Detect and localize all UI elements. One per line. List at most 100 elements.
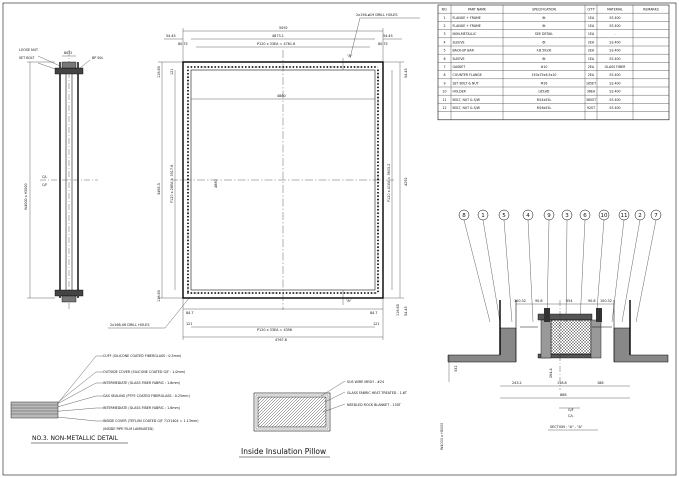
bom-cell: FLANGE + FRAME — [453, 24, 481, 28]
dim-right-total: 4292 — [404, 177, 408, 186]
side-label-loose-nut: LOOSE NUT — [19, 48, 39, 52]
bolt-hole — [377, 113, 379, 116]
bom-cell: NON-METALLIC — [453, 32, 478, 36]
bolt-hole — [187, 256, 189, 259]
bolt-hole — [187, 198, 189, 201]
bolt-hole — [221, 66, 223, 68]
bom-cell: 2EA — [588, 49, 595, 53]
bom-cell: SS 400 — [609, 49, 620, 53]
bom-cell: GASKET — [453, 65, 466, 69]
bolt-hole — [187, 140, 189, 143]
bolt-hole — [377, 137, 379, 140]
front-view: 5092 4873.1 P120 x 33EA = 4761.6 54.45 8… — [108, 13, 420, 342]
bolt-hole — [275, 66, 278, 68]
bolt-hole — [295, 292, 298, 294]
dim-corner-right-b: 80.75 — [378, 42, 388, 46]
bom-cell: 4 — [443, 40, 445, 44]
bolt-hole — [197, 292, 200, 294]
bolt-hole — [319, 292, 322, 294]
bolt-hole — [357, 66, 359, 68]
section-balloon-leader — [635, 219, 657, 323]
bom-cell: SLEEVE — [453, 57, 465, 61]
bolt-hole — [204, 292, 206, 294]
bom-cell: BACK-UP BAR — [453, 49, 475, 53]
bolt-hole — [187, 130, 189, 133]
bolt-hole — [377, 76, 379, 79]
bolt-hole — [187, 236, 189, 238]
bolt-hole — [217, 292, 220, 294]
bolt-hole — [251, 66, 254, 68]
bolt-hole — [187, 113, 189, 116]
bolt-hole — [187, 280, 189, 283]
bolt-hole — [377, 246, 379, 249]
section-balloon-leader — [463, 219, 491, 323]
bom-header-cell: MATERIAL — [607, 8, 623, 12]
bolt-hole — [187, 103, 189, 106]
bolt-hole — [248, 66, 251, 68]
bolt-hole — [306, 66, 308, 68]
section-dim-overall: 868 — [560, 393, 566, 397]
bom-cell: - — [614, 32, 615, 36]
bolt-hole — [187, 246, 189, 249]
bolt-hole — [333, 66, 336, 68]
bolt-hole — [377, 222, 379, 225]
bolt-hole — [292, 292, 295, 294]
bom-cell: SS 400 — [609, 57, 620, 61]
section-balloon-number: 2 — [638, 213, 642, 219]
bolt-hole — [187, 249, 189, 252]
bolt-hole — [187, 259, 189, 262]
dim-right-small-2: 54.45 — [404, 306, 408, 316]
bolt-hole — [302, 292, 305, 294]
bolt-hole — [377, 185, 379, 187]
bom-cell: SS 400 — [609, 24, 620, 28]
bolt-hole — [231, 66, 234, 68]
bolt-hole — [377, 215, 379, 218]
nm-layer-label: (INSIDE PIPE FILM LAMINATED) — [103, 427, 154, 431]
side-label-cf: C/F — [42, 183, 47, 187]
bolt-hole — [187, 69, 189, 72]
bolt-hole — [377, 130, 379, 133]
section-marker-bottom: "A" — [346, 299, 352, 303]
bolt-hole — [227, 66, 230, 68]
bolt-hole — [187, 161, 189, 164]
section-dim-top-e: 100.32 — [600, 299, 612, 303]
section-dim-top-d: 90.8 — [588, 299, 596, 303]
bom-cell: #10 — [541, 65, 548, 69]
section-dim-top-b: 90.8 — [535, 299, 543, 303]
bolt-hole — [302, 66, 305, 68]
section-dim-mid: 264.4 — [549, 368, 553, 378]
bolt-hole — [377, 195, 379, 198]
bolt-hole — [187, 283, 189, 286]
bolt-hole — [190, 292, 193, 294]
bom-cell: 150x75x6.5x10 — [532, 73, 557, 77]
side-label-bp: BP 50L — [92, 56, 103, 60]
bolt-hole — [244, 66, 247, 68]
bolt-hole — [367, 292, 370, 294]
pillow-label-1: SUS WIRE MESH - #24 — [347, 380, 384, 384]
section-balloon-leader — [565, 219, 568, 323]
dim-side-1: 116.65 — [157, 66, 161, 78]
bom-header-cell: NO. — [442, 8, 448, 12]
bolt-hole — [377, 96, 379, 99]
bolt-hole — [377, 273, 379, 276]
bolt-hole — [377, 157, 379, 160]
section-balloon-number: 9 — [547, 213, 551, 219]
dim-side-3: 116.65 — [157, 290, 161, 302]
non-metallic-detail: CUFF (SILICONE COATED FIBERGLASS : 0.5mm… — [10, 354, 199, 444]
bolt-hole — [251, 292, 254, 294]
bolt-hole — [187, 205, 189, 208]
bolt-hole — [272, 292, 274, 294]
section-balloon-leader — [527, 219, 534, 323]
bolt-hole — [255, 66, 257, 68]
section-balloon-leader — [595, 219, 605, 323]
bolt-hole — [377, 79, 379, 82]
bolt-hole — [377, 263, 379, 266]
bolt-hole — [377, 110, 379, 113]
bolt-hole — [187, 123, 189, 126]
bolt-hole — [333, 292, 336, 294]
bolt-hole — [312, 66, 315, 68]
bolt-hole — [360, 292, 363, 294]
bom-cell: 5 — [443, 49, 445, 53]
bolt-hole — [377, 134, 379, 136]
bolt-hole — [224, 66, 227, 68]
